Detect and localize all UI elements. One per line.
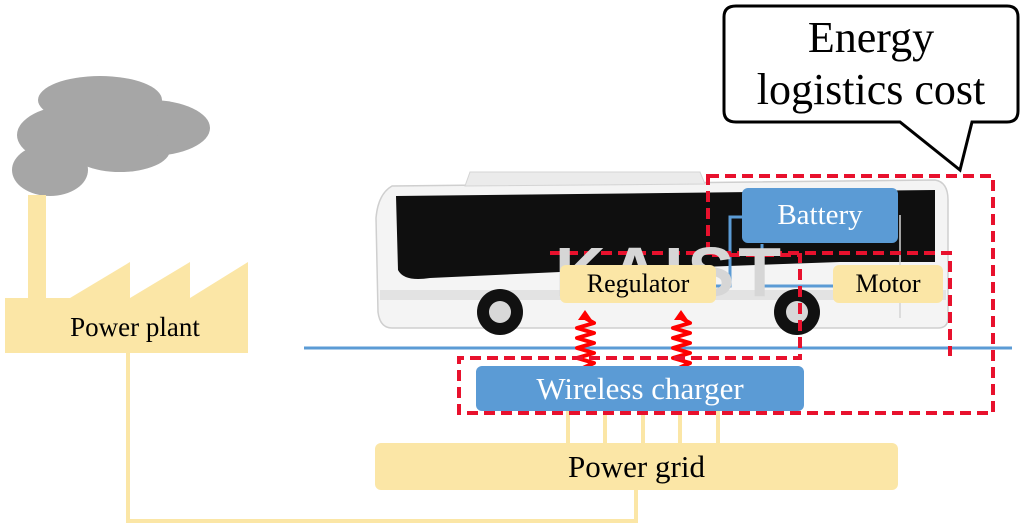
power-plant-building xyxy=(5,195,248,353)
regulator-box: Regulator xyxy=(560,265,716,303)
callout-text-line1: Energy xyxy=(807,12,935,62)
power-grid-box: Power grid xyxy=(375,443,898,490)
wireless-charger-box: Wireless charger xyxy=(476,366,804,411)
cost-highlight xyxy=(457,174,995,415)
power-plant-label: Power plant xyxy=(70,311,200,342)
battery-box: Battery xyxy=(742,188,898,243)
plant-to-grid-line xyxy=(126,353,638,523)
callout-text-line2: logistics cost xyxy=(756,64,986,114)
bus-roof-strip xyxy=(464,171,706,187)
callout-bubble xyxy=(722,4,1020,173)
smoke-cloud xyxy=(12,76,210,196)
grid-charger-connectors xyxy=(566,411,720,443)
motor-box: Motor xyxy=(833,265,943,303)
